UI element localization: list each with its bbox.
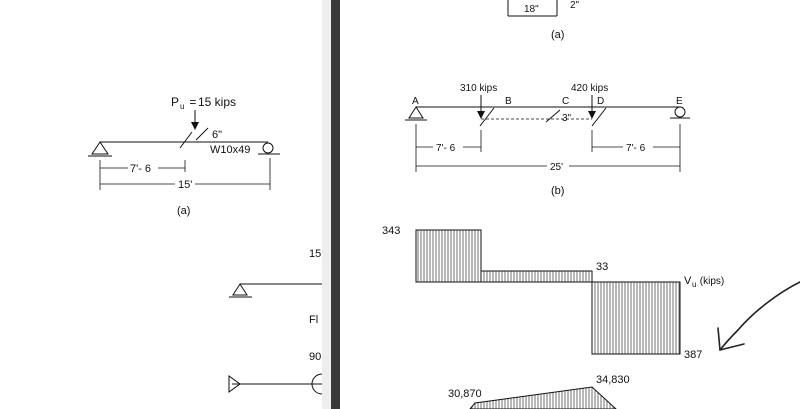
dim-b-left-label: 7'- 6	[436, 143, 456, 154]
right-page	[340, 0, 800, 409]
shear-block-left	[415, 229, 482, 283]
right-figure-b: 310 kips 420 kips A B C D E 3" 7'- 6 7'-…	[405, 83, 690, 197]
load-prefix: P	[171, 95, 179, 109]
cut-mark	[179, 131, 193, 149]
arrow-420-head	[588, 111, 596, 119]
dim-b-span-bg	[547, 160, 569, 172]
dim-b-right-label: 7'- 6	[626, 143, 646, 154]
roller-support-icon	[262, 142, 274, 154]
load-420: 420 kips	[571, 83, 608, 94]
pin-support-icon	[91, 141, 109, 155]
moment-value-1: 30,870	[448, 388, 482, 400]
moment-value-2: 34,830	[596, 374, 630, 386]
cut-b	[479, 107, 495, 127]
dim-b-span-label: 25'	[550, 162, 563, 173]
cutoff-pin-icon	[232, 283, 248, 296]
arrow-310-head	[477, 111, 485, 119]
shear-label-v: V	[684, 275, 692, 287]
top-dim: 18"	[524, 4, 539, 15]
shear-value-mid: 33	[596, 261, 608, 273]
page-gutter	[322, 0, 331, 409]
point-b: B	[505, 96, 512, 107]
dim-span-bg	[175, 177, 195, 189]
shear-label-units: (kips)	[697, 276, 724, 287]
right-caption-b: (b)	[551, 185, 564, 197]
offset-mark	[195, 127, 209, 141]
load-310: 310 kips	[460, 83, 497, 94]
dim-label-bg	[128, 161, 158, 173]
point-e: E	[676, 96, 683, 107]
left-cutoff-figures: 15 Fl 90	[228, 248, 323, 395]
left-page	[0, 0, 322, 409]
hand-drawn-arrow-icon	[717, 281, 800, 351]
dim-b-left-bg	[433, 141, 463, 153]
moment-diagram: 30,870 34,830	[448, 374, 630, 409]
shear-block-mid	[480, 270, 593, 283]
dim-half-label: 7'- 6	[130, 163, 151, 175]
cutoff-text-3: 90	[309, 351, 321, 363]
dim-b-right-bg	[623, 141, 653, 153]
point-d: D	[597, 96, 604, 107]
offset-3in: 3"	[562, 113, 572, 124]
section-label: W10x49	[210, 144, 250, 156]
support-a-icon	[408, 106, 424, 119]
load-value: 15 kips	[198, 95, 236, 109]
top-dim-2: 2"	[570, 0, 580, 11]
cutoff-arc	[311, 373, 323, 395]
shear-value-right: 387	[684, 349, 702, 361]
shear-label-sub: u	[692, 280, 696, 289]
point-a: A	[412, 96, 419, 107]
right-caption-a: (a)	[551, 29, 564, 41]
moment-shape	[469, 386, 617, 409]
offset-label: 6"	[212, 129, 222, 141]
right-top-partial: 18" 2" (a)	[507, 0, 580, 41]
cutoff-text-2: Fl	[309, 314, 318, 326]
dim-span-label: 15'	[178, 179, 192, 191]
shear-value-left: 343	[382, 225, 400, 237]
page-divider	[331, 0, 340, 409]
left-figure-a: P u = 15 kips 6" W10x49 7'- 6 15' (a)	[88, 95, 280, 217]
cutoff-support-icon	[228, 375, 241, 393]
shear-block-right	[591, 281, 681, 355]
shear-diagram: 343 33 387 V u (kips)	[382, 225, 724, 361]
cut-d	[591, 107, 607, 127]
left-caption-a: (a)	[177, 205, 190, 217]
cut-c	[545, 109, 561, 123]
load-arrow-head	[191, 122, 199, 130]
load-equals: =	[186, 95, 200, 109]
support-e-icon	[674, 106, 686, 118]
cutoff-text-1: 15	[309, 248, 321, 260]
point-c: C	[562, 96, 569, 107]
load-subscript: u	[180, 102, 184, 111]
